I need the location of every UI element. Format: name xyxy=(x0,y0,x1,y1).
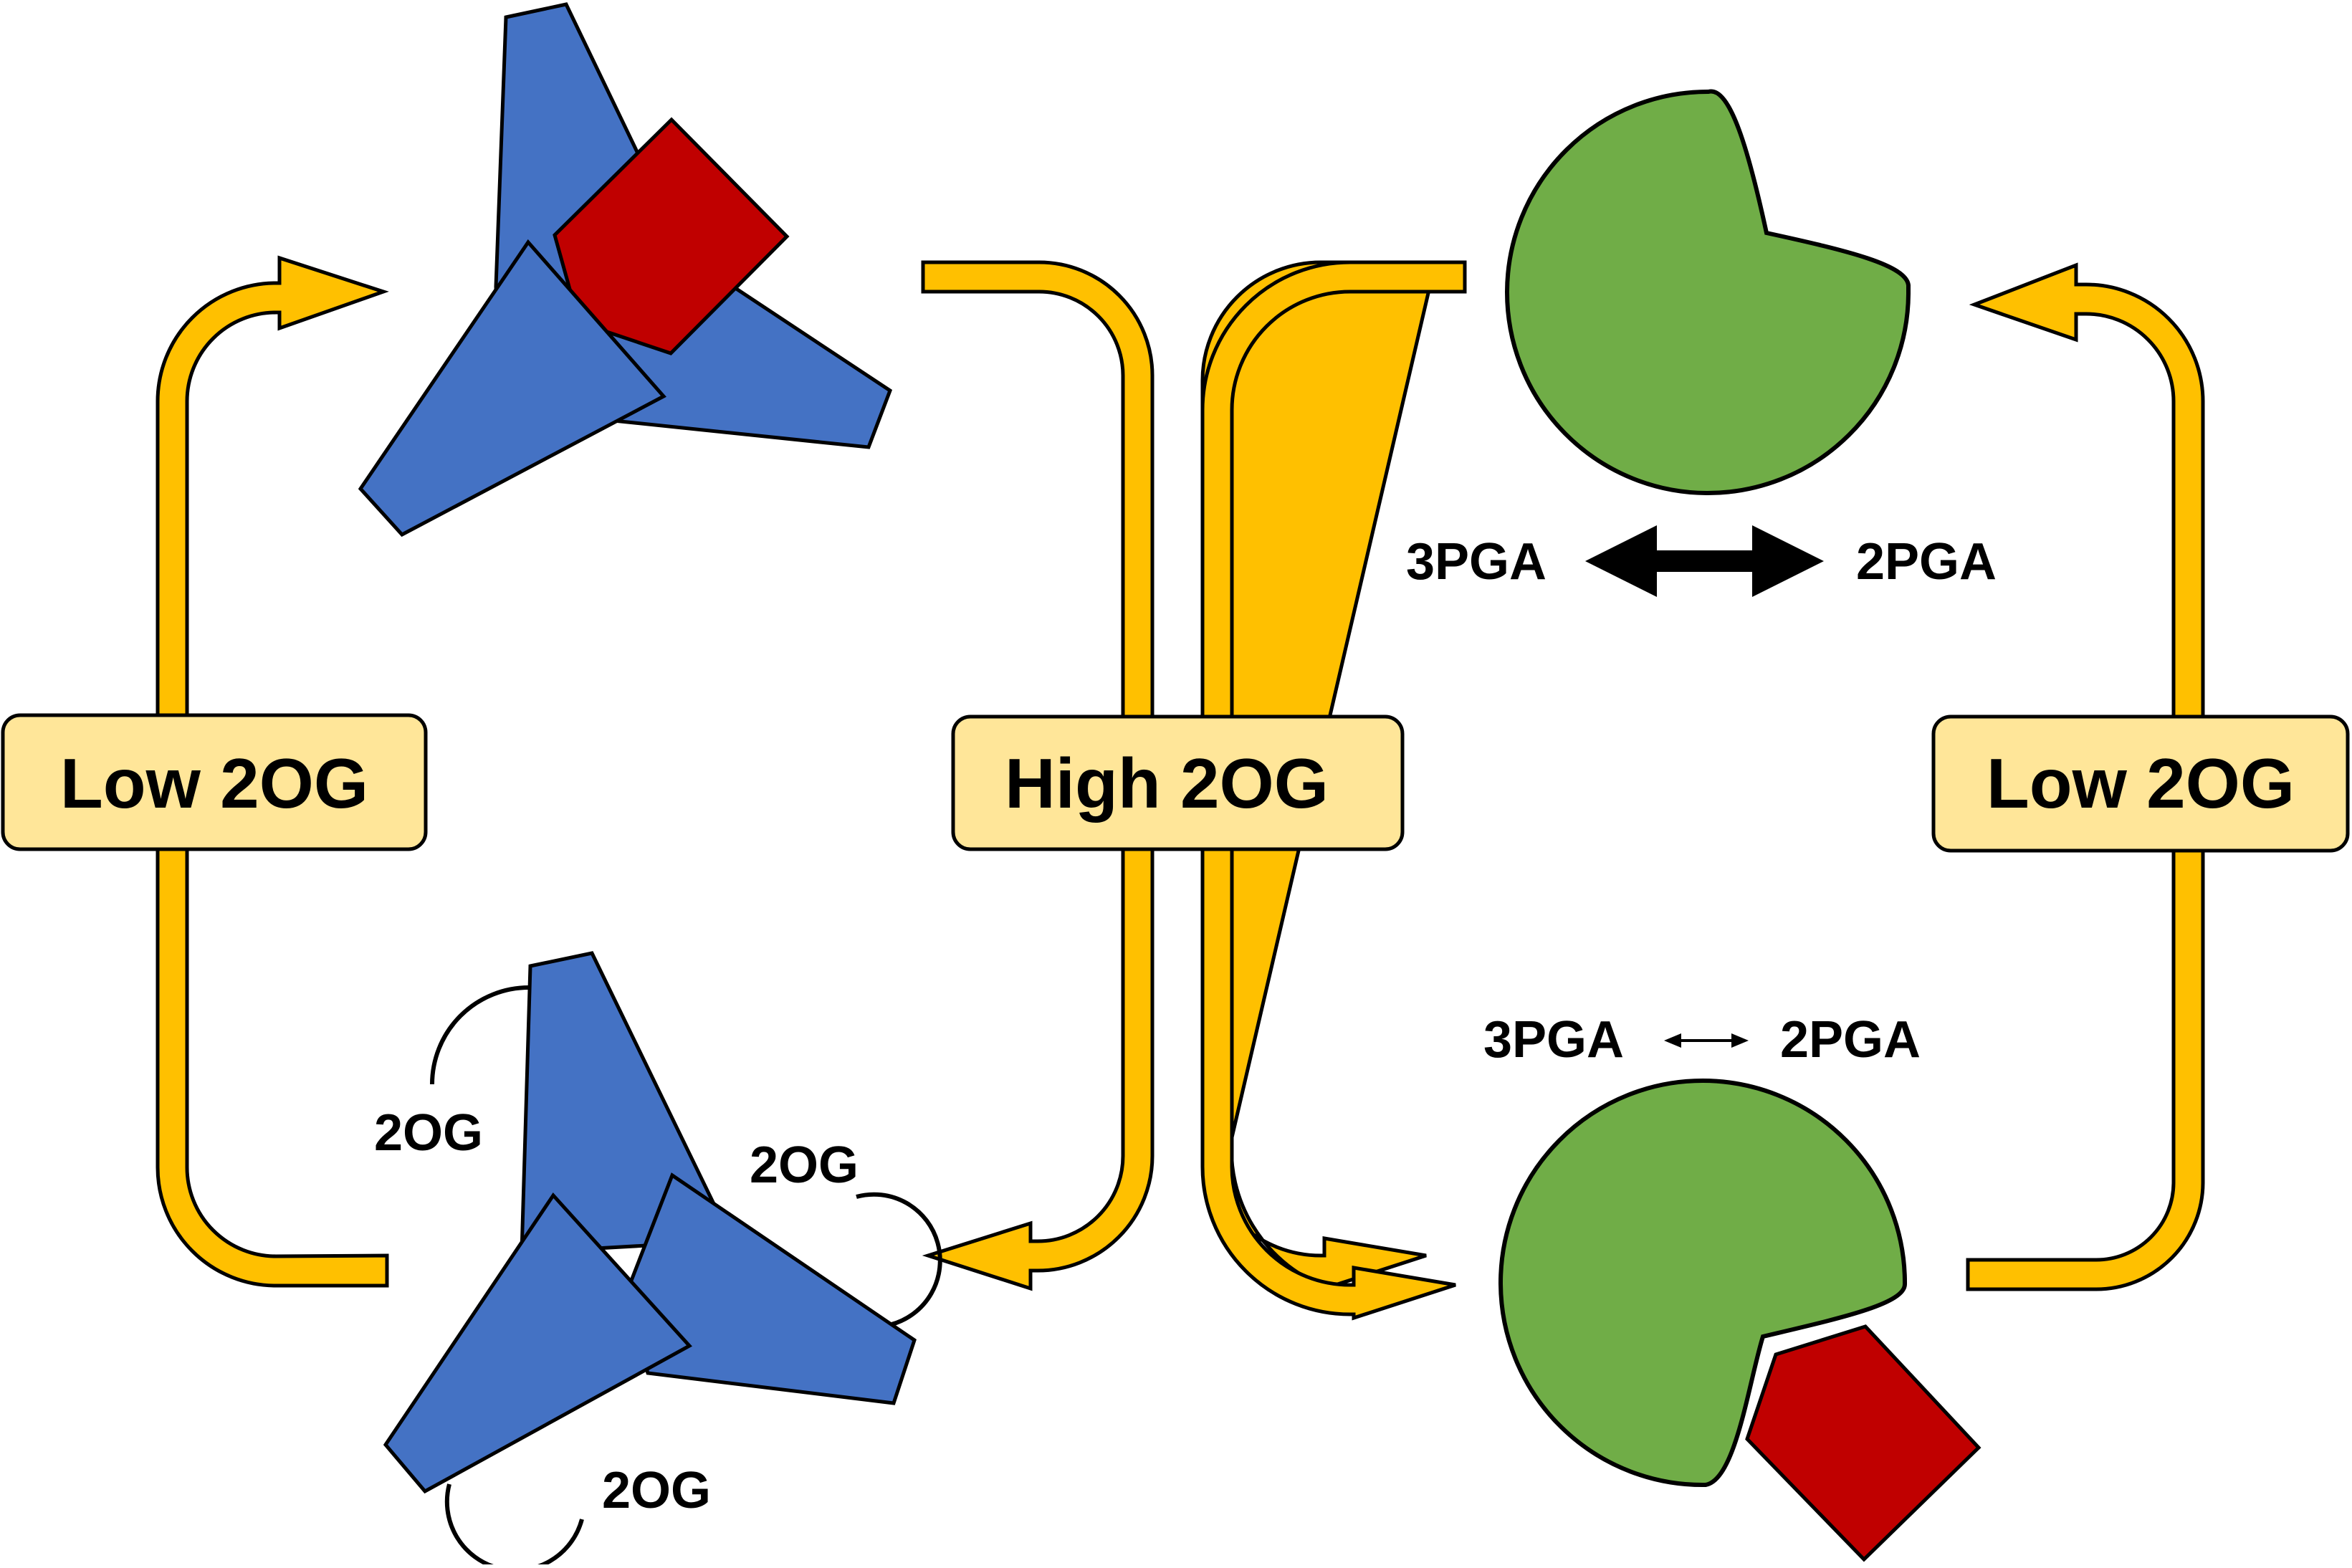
reaction-active-left: 3PGA xyxy=(1406,533,1547,591)
center-left-arrow xyxy=(921,260,1155,1291)
condition-label-right: Low 2OG xyxy=(1987,744,2295,823)
2og-label-2: 2OG xyxy=(750,1137,859,1194)
2og-arc-3 xyxy=(444,1483,584,1568)
reaction-inhibited-left: 3PGA xyxy=(1483,1011,1624,1069)
condition-box-left: Low 2OG xyxy=(1,713,428,851)
pii-subunit-lower xyxy=(358,239,666,537)
thin-double-arrow-icon xyxy=(1664,1033,1749,1048)
condition-box-center: High 2OG xyxy=(951,714,1405,851)
reaction-inhibited-right: 2PGA xyxy=(1780,1011,1921,1069)
2og-arc-1 xyxy=(430,985,530,1085)
pii-subunit-b2 xyxy=(623,1172,917,1405)
pgam-active xyxy=(1505,89,1911,495)
condition-label-left: Low 2OG xyxy=(60,744,368,823)
condition-box-right: Low 2OG xyxy=(1931,714,2350,853)
pgam-inhibited xyxy=(1498,1079,1908,1488)
right-cycle-arrow xyxy=(1966,262,2205,1291)
condition-label-center: High 2OG xyxy=(1005,744,1329,823)
bold-double-arrow-icon xyxy=(1585,525,1824,597)
reaction-active-right: 2PGA xyxy=(1856,533,1997,591)
center-right-arrow-body xyxy=(1200,260,1467,1321)
pipx-red-top xyxy=(553,117,790,355)
2og-arc-2 xyxy=(856,1192,942,1326)
2og-label-3: 2OG xyxy=(602,1462,711,1519)
pii-subunit-b3 xyxy=(383,1192,692,1494)
left-cycle-arrow xyxy=(156,255,389,1288)
pipx-red-bottom xyxy=(1745,1324,1981,1562)
2og-label-1: 2OG xyxy=(374,1104,483,1162)
